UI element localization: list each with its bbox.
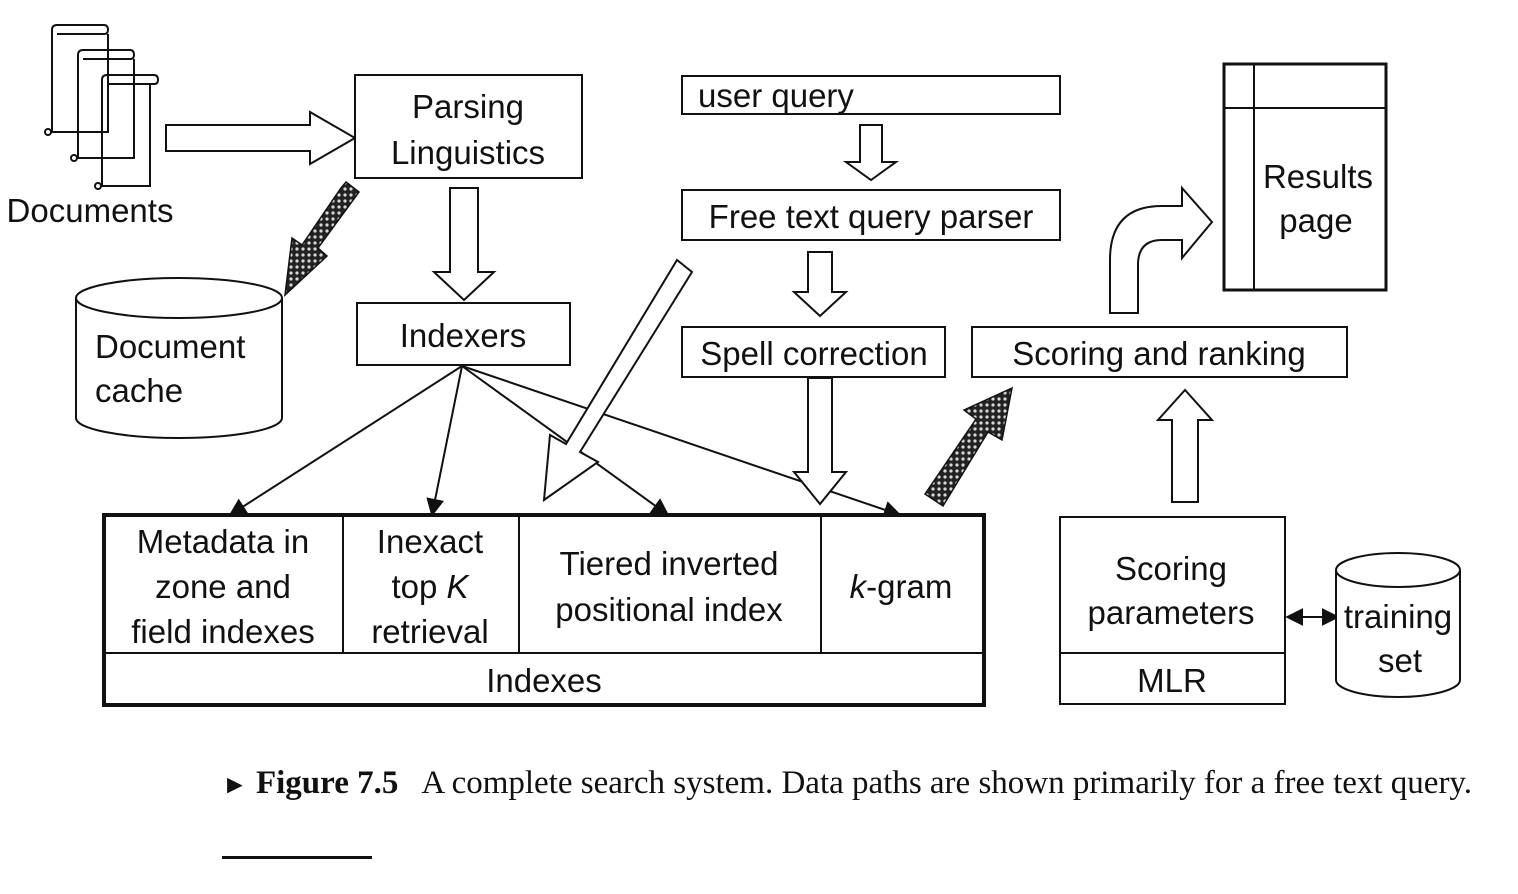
parsing-to-cache-arrow	[284, 180, 361, 297]
inexact-line-1: Inexact	[377, 523, 483, 560]
indexes-title: Indexes	[486, 662, 602, 699]
caption-text: A complete search system. Data paths are…	[421, 765, 1473, 801]
parser-to-spell-arrow	[791, 251, 849, 318]
mlr-label: MLR	[1137, 662, 1207, 699]
inexact-line-2: top K	[391, 568, 470, 605]
caption-rule	[222, 856, 372, 859]
caption-arrow-icon: ►	[222, 770, 248, 799]
figure-caption: ► Figure 7.5 A complete search system. D…	[222, 762, 1477, 806]
results-label-1: Results	[1263, 158, 1373, 195]
results-label-2: page	[1279, 202, 1352, 239]
documents-icon	[44, 24, 160, 190]
training-label-2: set	[1378, 642, 1422, 679]
scoring-ranking-label: Scoring and ranking	[1012, 335, 1306, 372]
results-page	[1222, 62, 1388, 292]
spell-correction-box	[681, 326, 946, 378]
query-parser-label: Free text query parser	[709, 198, 1034, 235]
query-to-parser-arrow	[842, 124, 900, 182]
inexact-k-text: K	[447, 568, 471, 605]
document-cache-cylinder	[75, 277, 283, 439]
document-cache-label-1: Document	[95, 328, 245, 365]
user-query-label: user query	[698, 77, 854, 114]
scoring-parameters-box	[1059, 516, 1286, 705]
tiered-line-1: Tiered inverted	[560, 545, 779, 582]
scoring-to-results-arrow	[1109, 185, 1214, 314]
caption-label: Figure 7.5	[255, 765, 399, 801]
scoring-params-label-2: parameters	[1088, 594, 1255, 631]
spell-to-kgram-arrow	[791, 377, 849, 506]
indexers-box	[356, 302, 571, 366]
parser-to-index-arrow	[542, 258, 694, 503]
indexes-to-scoring-arrow	[923, 386, 1014, 508]
metadata-line-3: field indexes	[131, 613, 314, 650]
training-label-1: training	[1344, 598, 1452, 635]
metadata-line-1: Metadata in	[137, 523, 309, 560]
search-system-diagram: Documents Parsing Linguistics Document c…	[7, 24, 1461, 707]
parsing-linguistics-box	[354, 74, 583, 179]
training-set-cylinder	[1335, 552, 1461, 698]
user-query-box	[681, 75, 1061, 115]
indexers-fanout-arrows	[228, 365, 902, 519]
scoring-ranking-box	[971, 326, 1348, 378]
inexact-top-text: top	[391, 568, 446, 605]
tiered-line-2: positional index	[555, 591, 783, 628]
parsing-label: Parsing	[412, 88, 524, 125]
linguistics-label: Linguistics	[391, 134, 545, 171]
kgram-rest-text: -gram	[866, 568, 952, 605]
spell-correction-label: Spell correction	[700, 335, 927, 372]
parsing-to-indexers-arrow	[431, 187, 497, 302]
documents-to-parsing-arrow	[165, 110, 357, 166]
query-parser-box	[681, 189, 1061, 241]
documents-label: Documents	[7, 192, 174, 229]
scoring-params-label-1: Scoring	[1115, 550, 1227, 587]
metadata-line-2: zone and	[155, 568, 291, 605]
inexact-line-3: retrieval	[371, 613, 488, 650]
document-cache-label-2: cache	[95, 372, 183, 409]
params-to-scoring-arrow	[1155, 388, 1215, 503]
indexers-label: Indexers	[400, 317, 527, 354]
kgram-label: k-gram	[850, 568, 953, 605]
indexes-table	[102, 513, 986, 707]
kgram-k-text: k	[850, 568, 868, 605]
